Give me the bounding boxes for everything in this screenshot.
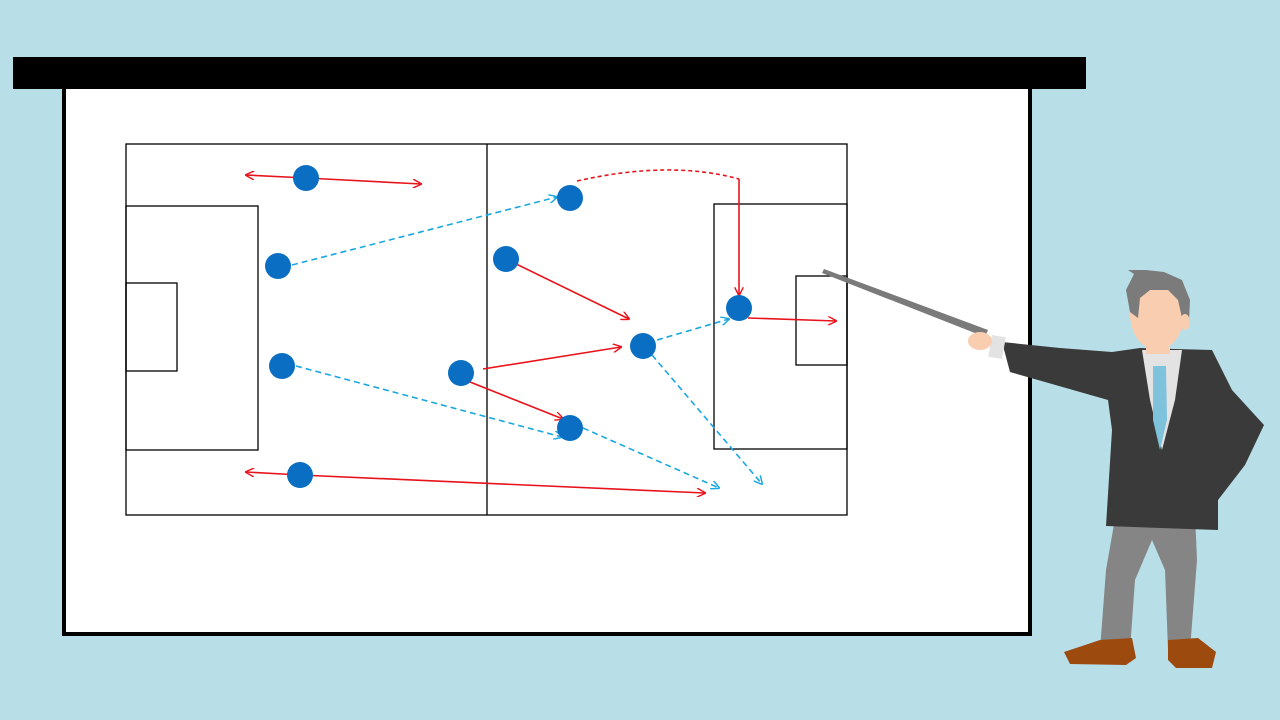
run-arrow bbox=[505, 258, 629, 319]
run-arrow bbox=[305, 177, 421, 184]
player-marker bbox=[726, 295, 752, 321]
hand bbox=[968, 332, 992, 350]
pass-arrow bbox=[656, 319, 729, 341]
player-marker bbox=[557, 185, 583, 211]
right-shoe bbox=[1168, 638, 1216, 668]
run-arrow bbox=[469, 381, 563, 419]
player-marker bbox=[557, 415, 583, 441]
presenter-figure bbox=[822, 269, 1264, 668]
pointer-stick bbox=[822, 269, 988, 337]
ear bbox=[1180, 314, 1190, 330]
curved-run-arrow bbox=[576, 169, 740, 182]
player-marker bbox=[293, 165, 319, 191]
trousers bbox=[1100, 490, 1197, 650]
pass-arrow bbox=[295, 365, 562, 437]
suit-jacket bbox=[1002, 342, 1264, 530]
player-marker bbox=[493, 246, 519, 272]
right-goal-area bbox=[795, 275, 848, 366]
player-marker bbox=[448, 360, 474, 386]
player-marker bbox=[265, 253, 291, 279]
run-arrow bbox=[747, 318, 836, 321]
screen-roller-bar bbox=[13, 57, 1086, 89]
hair bbox=[1126, 270, 1190, 322]
pass-arrow bbox=[291, 197, 557, 266]
movement-arrows bbox=[246, 169, 836, 493]
run-arrow bbox=[482, 347, 621, 370]
run-arrow bbox=[299, 474, 705, 493]
shirt-cuff bbox=[988, 334, 1006, 360]
player-marker bbox=[630, 333, 656, 359]
pass-arrow bbox=[651, 354, 762, 484]
football-pitch bbox=[125, 143, 848, 516]
left-shoe bbox=[1064, 638, 1136, 665]
left-goal-area bbox=[125, 282, 178, 372]
pass-arrow bbox=[582, 427, 719, 488]
player-marker bbox=[269, 353, 295, 379]
player-marker bbox=[287, 462, 313, 488]
whiteboard bbox=[62, 84, 1032, 636]
tie bbox=[1153, 366, 1167, 450]
players bbox=[265, 165, 752, 488]
head bbox=[1130, 278, 1184, 350]
